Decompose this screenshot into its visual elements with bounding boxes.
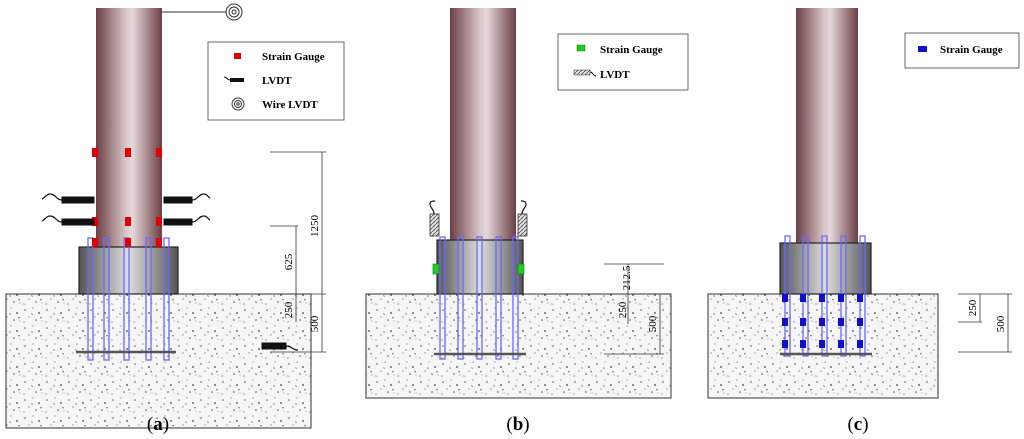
legend-a: Strain Gauge LVDT Wire LVDT	[207, 41, 345, 121]
dimension-lines	[604, 263, 664, 355]
strain-gauges	[432, 263, 525, 275]
column	[796, 8, 858, 244]
dimension-lines	[958, 293, 1012, 353]
panel-a: 1250 625 250 500 Strain Gauge LVDT Wire …	[5, 3, 345, 429]
lvdt-sensors	[41, 193, 299, 351]
dim-label-250: 250	[967, 299, 979, 316]
anchor-bolts	[439, 236, 519, 360]
caption-c: (c)	[847, 414, 868, 435]
column	[96, 8, 162, 252]
legend-a-lvdt: LVDT	[262, 75, 292, 87]
strain-gauges	[782, 294, 863, 348]
column	[450, 8, 516, 244]
lvdt-sensors	[429, 200, 528, 237]
caption-a: (a)	[147, 414, 169, 435]
dim-label-500: 500	[309, 315, 321, 332]
dimension-lines	[270, 151, 326, 353]
steel-collar	[436, 239, 524, 295]
legend-a-wire-lvdt: Wire LVDT	[262, 99, 318, 111]
dim-label-1250: 1250	[309, 215, 321, 238]
legend-c: Strain Gauge	[904, 32, 1020, 69]
legend-b-strain-gauge: Strain Gauge	[600, 44, 663, 56]
legend-c-strain-gauge: Strain Gauge	[940, 44, 1003, 56]
caption-b: (b)	[506, 414, 529, 435]
foundation-block	[5, 293, 312, 429]
panel-c: 250 500 Strain Gauge	[707, 8, 1020, 399]
wire-lvdt	[162, 3, 243, 21]
legend-b: Strain Gauge LVDT	[557, 33, 689, 91]
legend-a-strain-gauge: Strain Gauge	[262, 51, 325, 63]
legend-b-lvdt: LVDT	[600, 69, 630, 81]
dim-label-500: 500	[647, 315, 659, 332]
strain-gauges	[92, 148, 162, 247]
steel-collar	[779, 242, 872, 295]
dim-label-250: 250	[617, 301, 629, 318]
panel-b: 212.5 250 500 Strain Gauge LVDT	[365, 8, 689, 399]
dim-label-250: 250	[283, 301, 295, 318]
dim-label-500: 500	[995, 315, 1007, 332]
dim-label-212-5: 212.5	[621, 265, 633, 290]
anchor-bolts	[87, 237, 170, 361]
dim-label-625: 625	[283, 253, 295, 270]
